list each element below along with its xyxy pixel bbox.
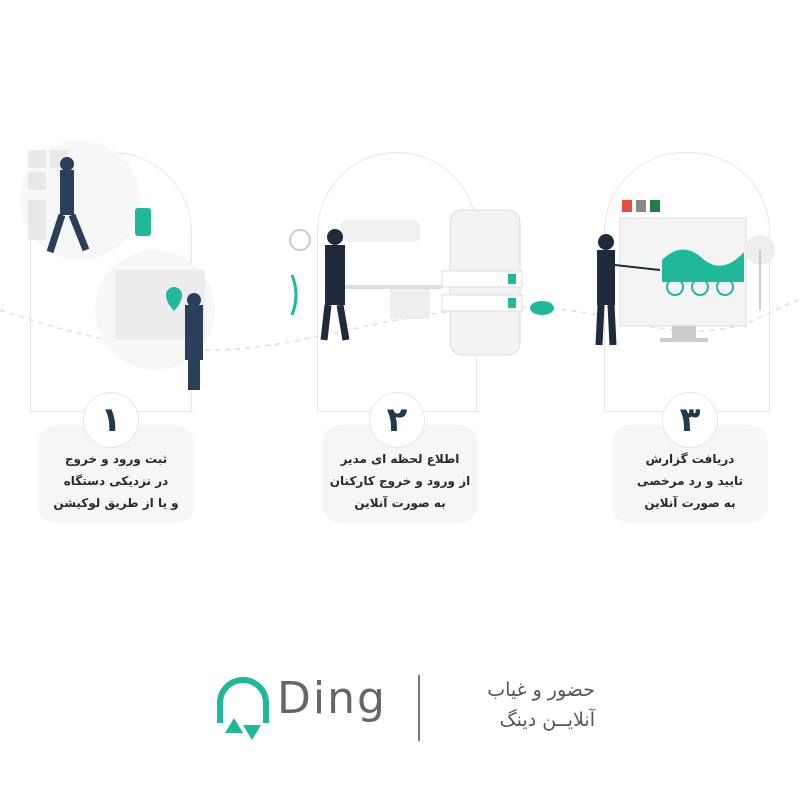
- logo-wordmark: Ding: [277, 673, 387, 724]
- step-1-line: ثبت ورود و خروج: [64, 452, 168, 466]
- step-1-line: در نزدیکی دستگاه: [63, 474, 169, 488]
- ding-logo-icon: [217, 677, 269, 740]
- step-3-number: ۳: [662, 392, 718, 448]
- ding-logo: Ding حضور و غیاب آنلایــن دینگ: [215, 665, 595, 745]
- step-2-line: از ورود و خروج کارکنان: [329, 474, 471, 488]
- manager-notification-illustration: [289, 209, 554, 356]
- logo-tagline-line1: حضور و غیاب: [487, 679, 595, 701]
- step-3-line: دریافت گزارش: [645, 452, 735, 466]
- step-1-number: ۱: [83, 392, 139, 448]
- step-3-line: تایید و رد مرخصی: [637, 474, 743, 488]
- step-3-line: به صورت آنلاین: [644, 496, 736, 510]
- logo-divider: [418, 675, 420, 741]
- step-2-line: به صورت آنلاین: [354, 496, 446, 510]
- step-1-line: و یا از طریق لوکیشن: [53, 496, 179, 510]
- location-checkin-illustration: [20, 140, 215, 390]
- step-2-line: اطلاع لحظه ای مدیر: [340, 452, 460, 466]
- logo-tagline-line2: آنلایــن دینگ: [499, 709, 595, 731]
- step-2-number: ۲: [369, 392, 425, 448]
- report-dashboard-illustration: [595, 200, 775, 346]
